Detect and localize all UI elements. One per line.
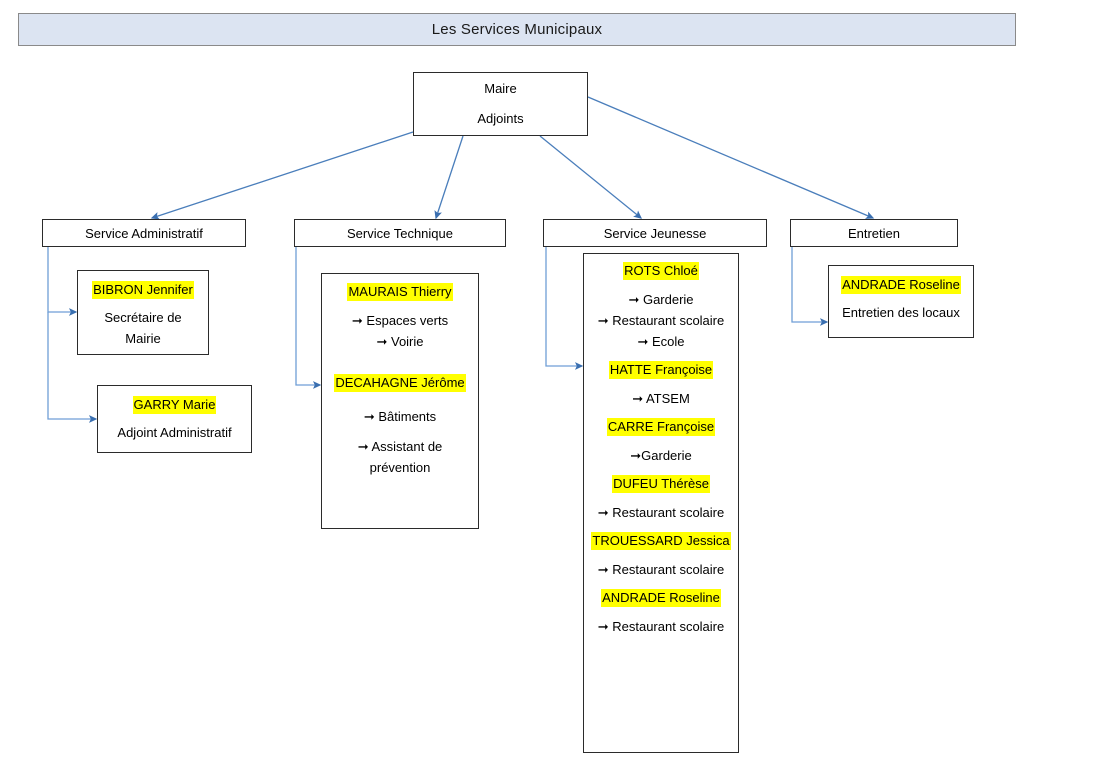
node-person-garry-marie[interactable]: GARRY Marie Adjoint Administratif xyxy=(97,385,252,453)
duty-item: ➞ Bâtiments xyxy=(363,409,437,424)
duty-item: ➞ Restaurant scolaire xyxy=(597,313,725,328)
node-maire-adjoints[interactable]: Maire Adjoints xyxy=(413,72,588,136)
entretien-label: Entretien xyxy=(847,225,901,241)
person-name: BIBRON Jennifer xyxy=(92,281,194,299)
node-service-jeunesse-staff-box[interactable]: ROTS Chloé ➞ Garderie ➞ Restaurant scola… xyxy=(583,253,739,753)
person-name: TROUESSARD Jessica xyxy=(591,532,731,550)
node-service-technique[interactable]: Service Technique xyxy=(294,219,506,247)
person-role-line-1: Entretien des locaux xyxy=(842,305,960,320)
service-administratif-label: Service Administratif xyxy=(85,225,203,241)
adjoints-label: Adjoints xyxy=(477,111,524,126)
node-entretien[interactable]: Entretien xyxy=(790,219,958,247)
page-title-banner: Les Services Municipaux xyxy=(18,13,1016,46)
person-name: ANDRADE Roseline xyxy=(601,589,721,607)
service-technique-label: Service Technique xyxy=(347,225,453,241)
person-role-line-1: Adjoint Administratif xyxy=(117,425,232,440)
service-jeunesse-label: Service Jeunesse xyxy=(603,225,707,241)
connector-maire-to-technique xyxy=(434,135,464,220)
person-name: ANDRADE Roseline xyxy=(841,276,961,294)
node-service-administratif[interactable]: Service Administratif xyxy=(42,219,246,247)
person-name: ROTS Chloé xyxy=(623,262,699,280)
connector-jeunesse-to-box xyxy=(545,247,584,370)
duty-item: ➞ Voirie xyxy=(376,334,424,349)
connector-maire-to-jeunesse xyxy=(539,135,643,219)
node-person-andrade-roseline[interactable]: ANDRADE Roseline Entretien des locaux xyxy=(828,265,974,338)
node-service-technique-staff-box[interactable]: MAURAIS Thierry ➞ Espaces verts ➞ Voirie… xyxy=(321,273,479,529)
connector-administratif-to-person-1 xyxy=(47,247,78,316)
duty-item: ➞ Restaurant scolaire xyxy=(597,562,725,577)
connector-maire-to-administratif xyxy=(150,131,414,220)
person-name: CARRE Françoise xyxy=(606,418,716,436)
maire-label: Maire xyxy=(484,81,517,96)
duty-item: ➞ Garderie xyxy=(628,292,694,307)
person-role-line-1: Secrétaire de xyxy=(104,310,182,325)
duty-item: ➞ ATSEM xyxy=(632,391,690,406)
duty-item: ➞ Assistant de xyxy=(357,439,443,454)
duty-item: ➞Garderie xyxy=(630,448,692,463)
page-title: Les Services Municipaux xyxy=(431,21,603,38)
duty-item-continuation: prévention xyxy=(369,460,431,475)
person-name: GARRY Marie xyxy=(132,396,217,414)
node-person-bibron-jennifer[interactable]: BIBRON Jennifer Secrétaire de Mairie xyxy=(77,270,209,355)
duty-item: ➞ Ecole xyxy=(637,334,685,349)
person-name: DUFEU Thérèse xyxy=(612,475,710,493)
person-name: HATTE Françoise xyxy=(608,361,714,379)
connector-maire-to-entretien xyxy=(587,96,875,219)
person-name: MAURAIS Thierry xyxy=(347,283,453,301)
person-role-line-2: Mairie xyxy=(125,331,161,346)
duty-item: ➞ Restaurant scolaire xyxy=(597,505,725,520)
person-name: DECAHAGNE Jérôme xyxy=(334,374,466,392)
connector-technique-to-box xyxy=(295,247,322,389)
connector-entretien-to-box xyxy=(791,247,829,326)
duty-item: ➞ Espaces verts xyxy=(351,313,449,328)
duty-item: ➞ Restaurant scolaire xyxy=(597,619,725,634)
node-service-jeunesse[interactable]: Service Jeunesse xyxy=(543,219,767,247)
